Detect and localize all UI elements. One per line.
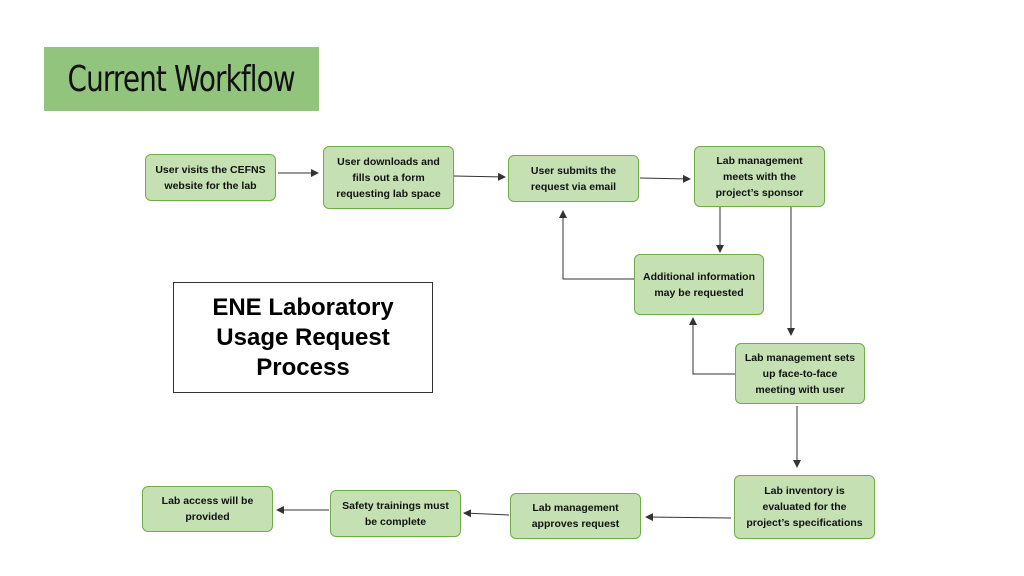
arrow-additional-to-submit bbox=[559, 210, 634, 280]
arrow-submit-to-meet bbox=[639, 174, 691, 183]
page-title: Current Workflow bbox=[67, 58, 296, 100]
process-label-box: ENE Laboratory Usage Request Process bbox=[173, 282, 433, 393]
node-face-meeting: Lab management sets up face-to-face meet… bbox=[735, 343, 865, 404]
node-safety-training: Safety trainings must be complete bbox=[330, 490, 461, 537]
node-inventory-eval: Lab inventory is evaluated for the proje… bbox=[734, 475, 875, 539]
node-submit-email: User submits the request via email bbox=[508, 155, 639, 202]
arrow-download-to-submit bbox=[453, 172, 506, 181]
node-access-provided: Lab access will be provided bbox=[142, 486, 273, 532]
node-approve-request: Lab management approves request bbox=[510, 493, 641, 539]
title-banner: Current Workflow bbox=[44, 47, 319, 111]
arrow-face-to-additional bbox=[689, 317, 735, 375]
node-download-form: User downloads and fills out a form requ… bbox=[323, 146, 454, 209]
arrow-approve-to-safety bbox=[463, 509, 510, 518]
node-visit-website: User visits the CEFNS website for the la… bbox=[145, 154, 276, 201]
node-additional-info: Additional information may be requested bbox=[634, 254, 764, 315]
node-meet-sponsor: Lab management meets with the project’s … bbox=[694, 146, 825, 207]
arrow-inventory-to-approve bbox=[645, 513, 732, 522]
